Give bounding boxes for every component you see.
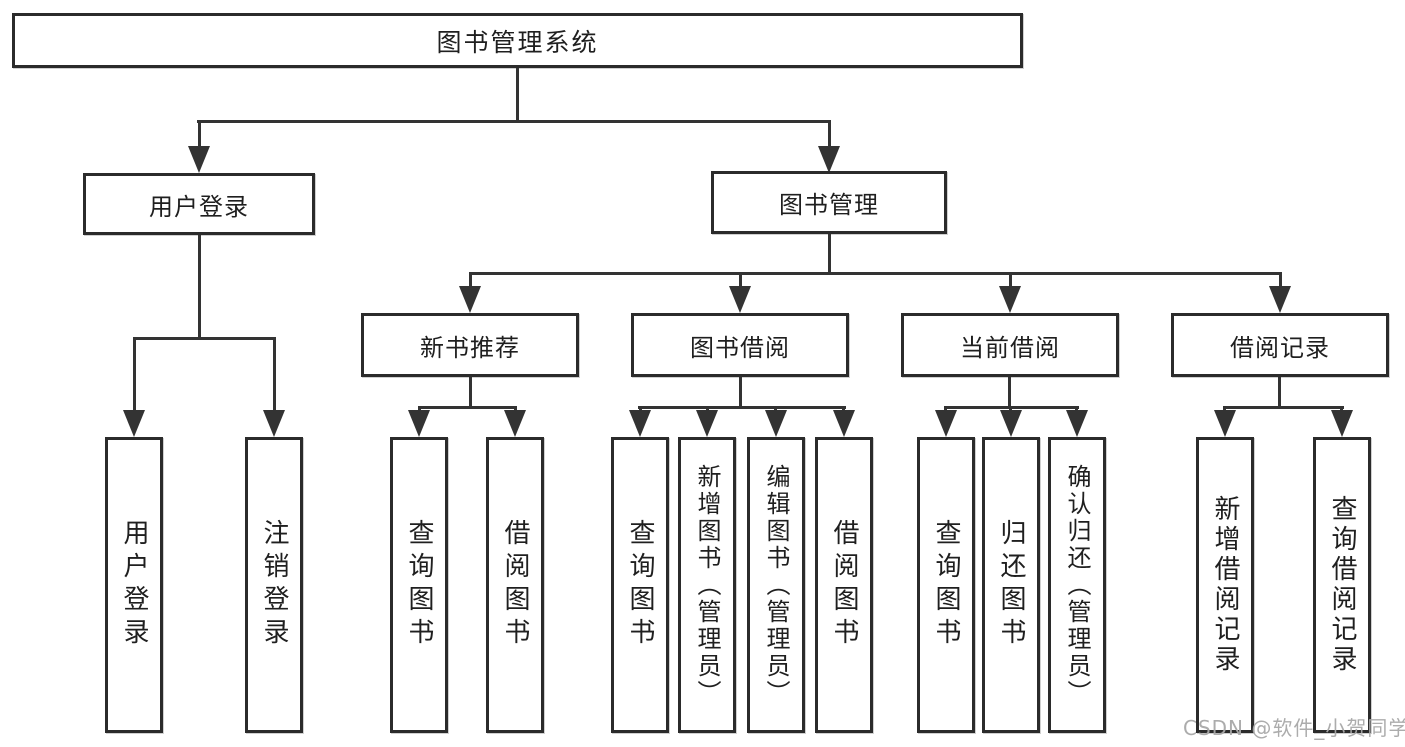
- leaf-query-borrow-record: 查询借阅记录: [1313, 437, 1371, 733]
- leaf-query-books-recommend: 查询图书: [390, 437, 448, 733]
- connector-nb-bar: [418, 406, 517, 409]
- leaf-label: 借阅图书: [500, 519, 530, 651]
- node-user-login: 用户登录: [83, 173, 315, 235]
- leaf-confirm-return-admin: 确认归还（管理员）: [1048, 437, 1106, 733]
- connector-login-bar: [133, 337, 276, 340]
- connector-nb-stem: [469, 377, 472, 406]
- connector-book-mgmt-drop: [828, 120, 831, 150]
- arrow-down-icon: [408, 410, 430, 437]
- arrow-down-icon: [263, 410, 285, 437]
- connector-mgmt-stem: [828, 234, 831, 272]
- connector-borrow-drop: [739, 272, 742, 289]
- arrow-down-icon: [1066, 410, 1088, 437]
- connector-newbook-drop: [469, 272, 472, 289]
- node-library-system: 图书管理系统: [12, 13, 1023, 68]
- connector-br-stem: [1278, 377, 1281, 406]
- arrow-down-icon: [123, 410, 145, 437]
- connector-root-stem: [516, 68, 519, 120]
- leaf-add-borrow-record: 新增借阅记录: [1196, 437, 1254, 733]
- connector-login-leaf2-drop: [273, 337, 276, 413]
- arrow-down-icon: [833, 410, 855, 437]
- leaf-edit-books-admin: 编辑图书（管理员）: [747, 437, 805, 733]
- arrow-down-icon: [999, 286, 1021, 313]
- leaf-borrow-books: 借阅图书: [815, 437, 873, 733]
- arrow-down-icon: [729, 286, 751, 313]
- node-book-management: 图书管理: [711, 171, 947, 234]
- leaf-query-books-borrow: 查询图书: [611, 437, 669, 733]
- node-current-borrow: 当前借阅: [901, 313, 1119, 377]
- arrow-down-icon: [1331, 410, 1353, 437]
- arrow-down-icon: [818, 146, 840, 173]
- connector-login-leaf1-drop: [133, 337, 136, 413]
- node-book-borrow: 图书借阅: [631, 313, 849, 377]
- leaf-logout: 注销登录: [245, 437, 303, 733]
- arrow-down-icon: [696, 410, 718, 437]
- arrow-down-icon: [1000, 410, 1022, 437]
- node-new-book-recommend: 新书推荐: [361, 313, 579, 377]
- leaf-label: 注销登录: [259, 519, 289, 651]
- connector-cb-bar: [945, 406, 1079, 409]
- arrow-down-icon: [504, 410, 526, 437]
- node-borrow-records: 借阅记录: [1171, 313, 1389, 377]
- connector-mgmt-bar: [469, 272, 1282, 275]
- leaf-label: 查询图书: [625, 519, 655, 651]
- leaf-label: 确认归还（管理员）: [1063, 463, 1091, 707]
- leaf-label: 新增借阅记录: [1210, 495, 1240, 675]
- leaf-label: 借阅图书: [829, 519, 859, 651]
- arrow-down-icon: [1269, 286, 1291, 313]
- leaf-label: 查询图书: [404, 519, 434, 651]
- connector-bb-stem: [739, 377, 742, 406]
- connector-root-bar: [197, 120, 831, 123]
- arrow-down-icon: [935, 410, 957, 437]
- connector-records-drop: [1279, 272, 1282, 289]
- arrow-down-icon: [459, 286, 481, 313]
- leaf-user-login: 用户登录: [105, 437, 163, 733]
- leaf-add-books-admin: 新增图书（管理员）: [678, 437, 736, 733]
- leaf-label: 新增图书（管理员）: [693, 463, 721, 707]
- leaf-label: 编辑图书（管理员）: [762, 463, 790, 707]
- leaf-label: 查询图书: [931, 519, 961, 651]
- leaf-label: 查询借阅记录: [1327, 495, 1357, 675]
- leaf-query-books-current: 查询图书: [917, 437, 975, 733]
- connector-current-drop: [1009, 272, 1012, 289]
- leaf-label: 用户登录: [119, 519, 149, 651]
- leaf-return-books: 归还图书: [982, 437, 1040, 733]
- arrow-down-icon: [188, 146, 210, 173]
- connector-login-stem: [198, 235, 201, 340]
- arrow-down-icon: [1214, 410, 1236, 437]
- leaf-borrow-books-recommend: 借阅图书: [486, 437, 544, 733]
- leaf-label: 归还图书: [996, 519, 1026, 651]
- connector-user-login-drop: [198, 120, 201, 150]
- arrow-down-icon: [765, 410, 787, 437]
- connector-bb-bar: [638, 406, 846, 409]
- connector-br-bar: [1223, 406, 1344, 409]
- csdn-watermark: CSDN @软件_小贺同学: [1183, 716, 1405, 740]
- arrow-down-icon: [629, 410, 651, 437]
- connector-cb-stem: [1008, 377, 1011, 406]
